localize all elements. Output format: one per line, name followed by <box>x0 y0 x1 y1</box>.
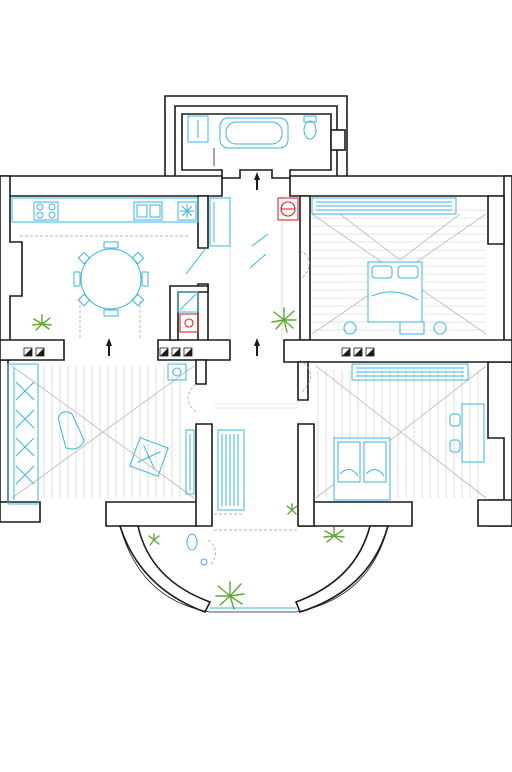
north-wall-left <box>0 175 223 197</box>
washing-machine-icon <box>277 197 299 221</box>
plants <box>32 307 345 610</box>
dining-chairs <box>73 241 149 317</box>
bathtub-icon <box>219 117 289 149</box>
sink-icon <box>187 115 209 143</box>
plant-icon <box>148 533 160 546</box>
bathroom <box>187 115 346 166</box>
wardrobe-rail <box>351 363 469 381</box>
south-wall-left <box>0 501 41 523</box>
plant-icon <box>286 503 298 515</box>
boiler-icon <box>179 313 199 333</box>
bedroom2-west-wall <box>297 361 309 401</box>
living-floor <box>11 365 195 499</box>
south-wall-mid-right <box>299 501 413 527</box>
vent-markers <box>23 347 375 357</box>
south-wall-mid-left <box>105 501 199 527</box>
bedroom2-floor <box>315 365 487 499</box>
plant-icon <box>323 526 345 543</box>
round-dining-table-icon <box>80 248 142 310</box>
living-room <box>7 363 195 505</box>
toilet-icon <box>186 533 198 551</box>
bedroom-1 <box>311 197 457 335</box>
wardrobe-rail <box>311 197 457 215</box>
armchair-icon <box>129 437 169 477</box>
shoe-rack <box>217 429 245 511</box>
double-bed-icon <box>367 261 423 323</box>
bedroom-2 <box>333 363 485 501</box>
wardrobe <box>209 197 231 247</box>
direction-arrow-icon <box>254 338 260 356</box>
east-wall-step <box>487 195 505 245</box>
vent-marker-left <box>23 347 45 357</box>
desk <box>461 403 485 463</box>
bay-room <box>186 533 216 567</box>
sofa-cushions <box>15 381 35 485</box>
bay-outer-arc <box>119 525 389 613</box>
tv-console <box>185 429 195 495</box>
kitchen-east-wall-lower <box>197 283 209 345</box>
plant-icon <box>215 581 245 610</box>
west-wall <box>0 175 23 361</box>
vent-marker-center <box>159 347 193 357</box>
vent-marker-right <box>341 347 375 357</box>
cooktop-icon <box>33 201 59 221</box>
bay-wall <box>118 525 212 613</box>
corridor <box>185 197 311 515</box>
north-wall-right <box>289 175 512 197</box>
sink-icon <box>133 201 163 221</box>
washing-machine-icon <box>177 291 199 313</box>
nightstand-left <box>343 321 357 335</box>
east-wall-upper <box>503 175 512 345</box>
bedroom2-west-wall-lower <box>297 423 315 527</box>
living-east-wall <box>195 359 207 385</box>
plant-icon <box>32 314 52 331</box>
bay-wall-right <box>294 525 390 613</box>
living-east-wall-lower <box>195 423 213 527</box>
nightstand-right <box>433 321 447 335</box>
direction-arrow-icon <box>254 172 260 190</box>
plant-icon <box>271 307 297 333</box>
kitchen <box>11 197 199 338</box>
toilet-icon <box>303 120 317 140</box>
bay-window-room <box>118 525 390 613</box>
double-bed-icon <box>333 437 391 501</box>
side-cabinet <box>167 363 187 381</box>
floor-hatching <box>11 196 487 499</box>
west-wall-lower <box>0 359 9 503</box>
corridor-floor <box>214 196 298 409</box>
mid-wall-center-right <box>283 339 512 363</box>
sofa-icon <box>7 363 39 505</box>
direction-arrow-icon <box>106 338 112 356</box>
interior-walls <box>0 195 512 527</box>
vent-shaft <box>330 129 346 151</box>
kitchen-east-wall-upper <box>197 195 209 249</box>
mid-wall-center-left <box>157 339 231 361</box>
bathroom-inner-wall <box>181 113 332 179</box>
south-wall-right <box>477 499 512 527</box>
direction-arrows <box>106 172 260 356</box>
outer-walls <box>0 95 512 527</box>
coffee-table <box>57 411 85 450</box>
extractor-icon <box>177 201 197 221</box>
